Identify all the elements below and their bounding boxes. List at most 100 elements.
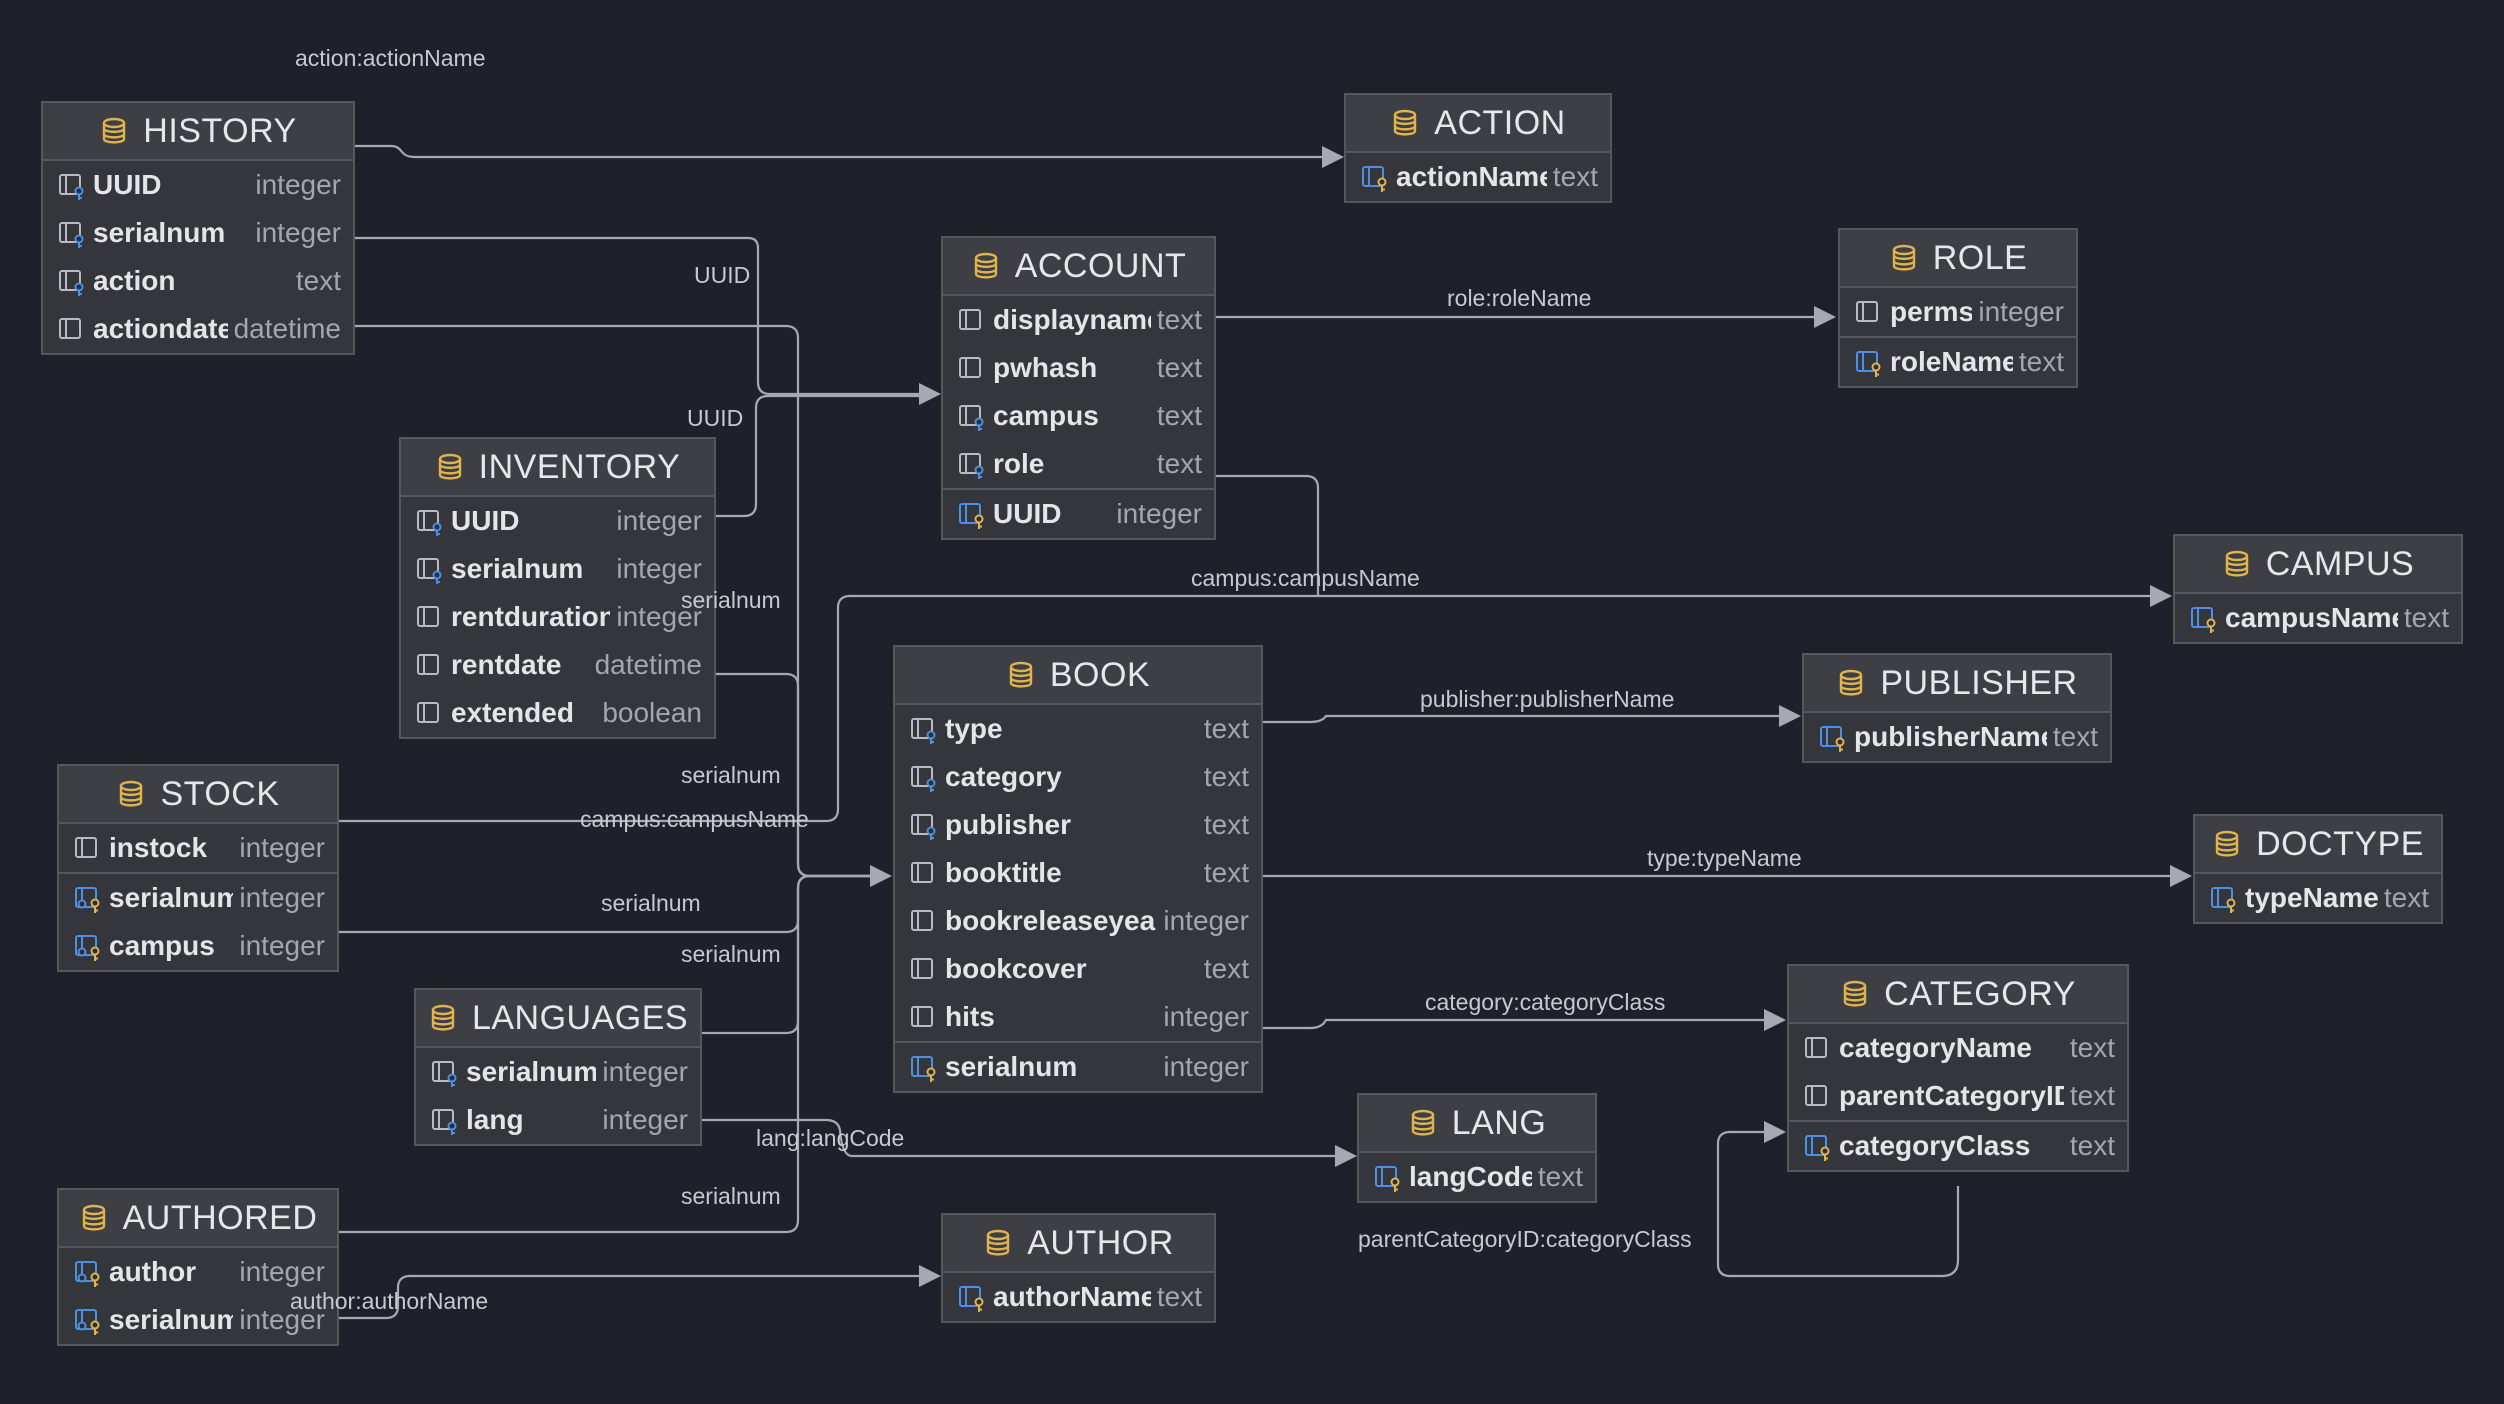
table-header[interactable]: LANG [1359, 1095, 1595, 1153]
column-type: text [1203, 809, 1249, 840]
column-type: text [2069, 1032, 2115, 1063]
database-icon [2225, 550, 2248, 577]
edge-label-type: type:typeName [1647, 845, 1802, 871]
table-header[interactable]: ACTION [1346, 95, 1610, 153]
table-header[interactable]: BOOK [895, 647, 1261, 705]
table-header[interactable]: ROLE [1840, 230, 2076, 288]
table-header[interactable]: AUTHORED [59, 1190, 337, 1248]
table-header[interactable]: ACCOUNT [943, 238, 1214, 296]
column-name: roleName [1890, 346, 2013, 377]
edge-book-publisher-arrowhead [1779, 705, 1801, 727]
foreign-key-icon [911, 718, 936, 744]
table-header[interactable]: AUTHOR [943, 1215, 1214, 1273]
table-header[interactable]: INVENTORY [401, 439, 714, 497]
database-icon [120, 780, 143, 807]
edge-label-campus-stock: campus:campusName [580, 806, 809, 832]
foreign-key-icon [417, 510, 442, 536]
primary-key-icon [911, 1056, 936, 1082]
edge-label-parent-category: parentCategoryID:categoryClass [1358, 1226, 1692, 1252]
table-header[interactable]: CAMPUS [2175, 536, 2461, 594]
table-header[interactable]: PUBLISHER [1804, 655, 2110, 713]
table-header[interactable]: STOCK [59, 766, 337, 824]
column-type: integer [602, 1056, 688, 1087]
primary-key-icon [1856, 351, 1881, 377]
table-header[interactable]: LANGUAGES [416, 990, 700, 1048]
database-icon [82, 1204, 105, 1231]
column-type: integer [239, 832, 325, 863]
foreign-key-icon [959, 453, 984, 479]
database-icon [1394, 109, 1417, 136]
column-name: type [945, 713, 1003, 744]
table-header[interactable]: HISTORY [43, 103, 353, 161]
column-name: action [93, 265, 176, 296]
table-header[interactable]: DOCTYPE [2195, 816, 2441, 874]
database-icon [438, 453, 461, 480]
column-name: serialnum [451, 553, 584, 584]
column-type: integer [602, 1104, 688, 1135]
table-title: LANG [1451, 1103, 1547, 1142]
edge-category-self [1716, 1130, 1960, 1278]
edge-label-lang: lang:langCode [756, 1125, 905, 1151]
table-header[interactable]: CATEGORY [1789, 966, 2127, 1024]
table-title: LANGUAGES [471, 998, 689, 1037]
column-name: serialnum [109, 882, 234, 913]
column-icon [1856, 301, 1878, 322]
edge-label-inventory-uuid: UUID [687, 405, 744, 431]
